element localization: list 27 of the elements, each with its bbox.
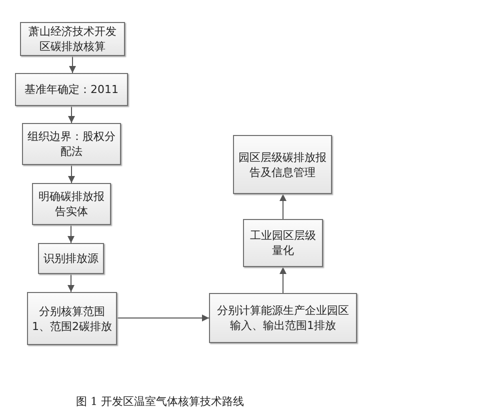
box-label: 基准年确定：2011 — [24, 82, 118, 97]
process-box — [243, 219, 323, 267]
process-box — [20, 22, 125, 56]
process-box — [32, 183, 111, 225]
box-label: 萧山经济技术开发区碳排放核算 — [28, 24, 118, 54]
box-label: 园区层级碳排放报告及信息管理 — [238, 150, 327, 180]
box-label: 工业园区层级量化 — [249, 228, 317, 258]
box-label: 分别核算范围1、范围2碳排放 — [32, 304, 112, 334]
arrow — [68, 224, 74, 244]
arrow — [116, 314, 210, 322]
box-label: 识别排放源 — [44, 251, 98, 266]
arrow — [68, 164, 75, 184]
box-label: 明确碳排放报告实体 — [38, 189, 106, 219]
arrow — [280, 194, 286, 220]
process-box — [27, 292, 117, 345]
box-label: 分别计算能源生产企业园区输入、输出范围1排放 — [216, 303, 350, 333]
box-label: 组织边界：股权分配法 — [27, 129, 116, 159]
arrow — [69, 56, 76, 74]
process-box — [15, 73, 128, 106]
arrow — [280, 266, 286, 294]
arrow — [68, 274, 74, 292]
process-box — [22, 123, 121, 165]
process-box — [209, 293, 357, 343]
process-box — [233, 135, 332, 194]
figure-caption: 图 1 开发区温室气体核算技术路线 — [76, 394, 244, 409]
arrow — [68, 106, 75, 124]
process-box — [38, 243, 104, 274]
